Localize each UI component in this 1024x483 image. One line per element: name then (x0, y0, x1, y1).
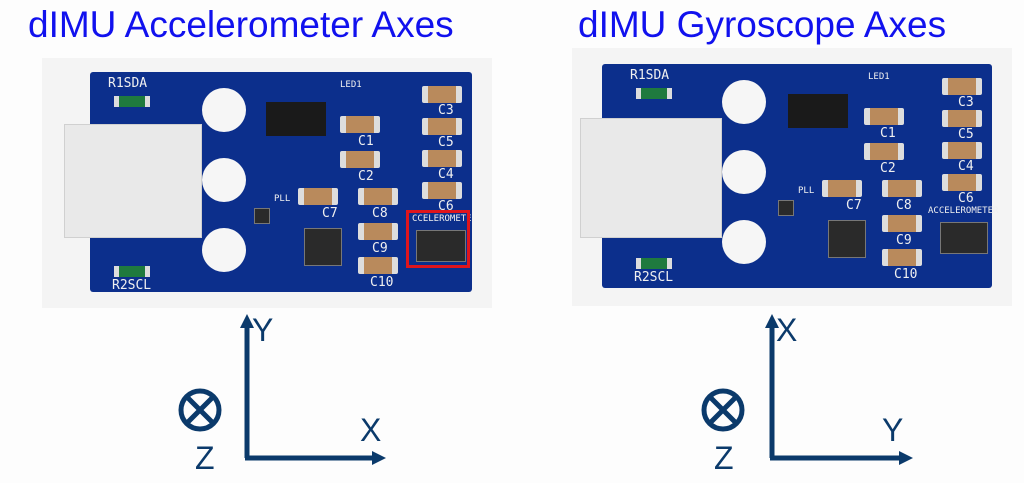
pcb: R1SDA R2SCL LED1 C1 C2 C3 C5 C4 C6 C7 C8… (602, 64, 998, 288)
mounting-hole (722, 80, 766, 124)
silk-label: C1 (358, 134, 374, 149)
capacitor (422, 150, 462, 167)
gyroscope-board-photo: R1SDA R2SCL LED1 C1 C2 C3 C5 C4 C6 C7 C8… (572, 48, 1012, 306)
arrow-up-icon (240, 314, 254, 328)
capacitor (298, 188, 338, 205)
axis-label-right: X (360, 412, 382, 448)
silk-label: C4 (958, 159, 974, 174)
silk-label: LED1 (340, 80, 362, 90)
silk-label: LED1 (868, 72, 890, 82)
silk-label: C1 (880, 126, 896, 141)
capacitor (422, 182, 462, 199)
voltage-regulator (788, 94, 848, 128)
silk-label: C3 (958, 95, 974, 110)
usb-connector (580, 118, 722, 238)
silk-label: C10 (894, 267, 918, 282)
capacitor (358, 223, 398, 240)
capacitor (340, 151, 380, 168)
resistor (636, 258, 672, 269)
silk-label: R1SDA (108, 76, 148, 91)
silk-label: C5 (438, 135, 454, 150)
silk-label: C6 (958, 191, 974, 206)
gyroscope-title: dIMU Gyroscope Axes (578, 4, 947, 45)
silk-label: C2 (880, 161, 896, 176)
mounting-hole (202, 88, 246, 132)
axis-label-up: X (776, 312, 798, 348)
accelerometer-chip (940, 222, 988, 254)
mounting-hole (722, 220, 766, 264)
silk-label: C5 (958, 127, 974, 142)
arrow-right-icon (372, 451, 386, 465)
gyroscope-axes (701, 314, 913, 465)
capacitor (942, 110, 982, 127)
capacitor (864, 108, 904, 125)
silk-label: C10 (370, 275, 394, 290)
silk-label: C7 (322, 206, 338, 221)
silk-label: R2SCL (112, 278, 152, 293)
capacitor (882, 180, 922, 197)
silk-label: C8 (372, 206, 388, 221)
accelerometer-title: dIMU Accelerometer Axes (28, 4, 454, 45)
mounting-hole (722, 150, 766, 194)
silk-label: PLL (798, 186, 815, 196)
capacitor (942, 142, 982, 159)
silk-label: C4 (438, 167, 454, 182)
capacitor (864, 143, 904, 160)
axis-label-into-page: Z (195, 440, 215, 476)
usb-connector (64, 124, 202, 238)
capacitor (882, 249, 922, 266)
silk-label: C2 (358, 169, 374, 184)
gyroscope-chip (828, 220, 866, 258)
mounting-hole (202, 158, 246, 202)
pll-chip (778, 200, 794, 216)
resistor (114, 266, 150, 277)
capacitor (942, 78, 982, 95)
silk-label: C9 (372, 241, 388, 256)
axis-label-up: Y (252, 312, 274, 348)
voltage-regulator (266, 102, 326, 136)
accelerometer-axes (178, 314, 386, 465)
accelerometer-chip (416, 230, 466, 262)
capacitor (340, 116, 380, 133)
capacitor (882, 215, 922, 232)
pll-chip (254, 208, 270, 224)
mounting-hole (202, 228, 246, 272)
capacitor (358, 257, 398, 274)
capacitor (822, 180, 862, 197)
silk-label: ACCELEROMETER (928, 206, 999, 216)
silk-label: R1SDA (630, 68, 670, 83)
into-page-icon (178, 388, 222, 432)
capacitor (422, 118, 462, 135)
capacitor (942, 174, 982, 191)
gyroscope-chip (304, 228, 342, 266)
into-page-icon (701, 388, 745, 432)
silk-label: C8 (896, 198, 912, 213)
accelerometer-highlight-box (406, 210, 470, 268)
axis-label-into-page: Z (714, 440, 734, 476)
silk-label: PLL (274, 194, 291, 204)
resistor (114, 96, 150, 107)
accelerometer-board-photo: R1SDA R2SCL LED1 C1 C2 C3 C5 C4 C6 C7 C8… (42, 58, 492, 308)
arrow-right-icon (899, 451, 913, 465)
silk-label: CCELEROMETE (412, 214, 472, 224)
capacitor (422, 86, 462, 103)
silk-label: C9 (896, 233, 912, 248)
axis-label-right: Y (882, 412, 904, 448)
arrow-up-icon (765, 314, 779, 328)
silk-label: C7 (846, 198, 862, 213)
silk-label: R2SCL (634, 270, 674, 285)
resistor (636, 88, 672, 99)
capacitor (358, 188, 398, 205)
silk-label: C3 (438, 103, 454, 118)
